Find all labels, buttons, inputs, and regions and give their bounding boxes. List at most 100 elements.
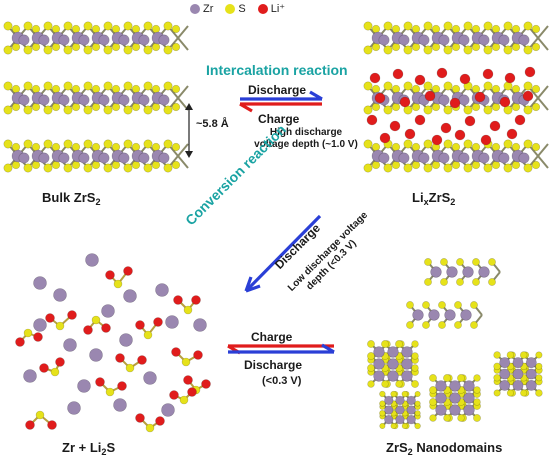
li-ion	[379, 132, 391, 144]
zr-atom	[463, 380, 475, 392]
s-atom	[381, 380, 389, 388]
s-atom	[395, 380, 403, 388]
zr-atom	[499, 379, 511, 391]
s-atom	[383, 21, 393, 31]
zr-atom	[58, 152, 70, 164]
s-atom	[431, 102, 441, 112]
s-atom	[163, 163, 173, 173]
zrs2-nanodomains-caption: ZrS2 Nanodomains	[386, 440, 502, 457]
s-atom	[35, 410, 45, 420]
zr-atom	[53, 288, 67, 302]
li-ion	[95, 377, 105, 387]
s-atom	[111, 102, 121, 112]
zr-atom	[38, 34, 50, 46]
zr-atom	[525, 379, 537, 391]
li-ion	[33, 332, 43, 342]
li-ion	[366, 114, 378, 126]
intercalation-note: High discharge voltage depth (~1.0 V)	[240, 127, 372, 151]
li-ion	[83, 325, 93, 335]
zr-atom	[512, 368, 524, 380]
s-atom	[470, 321, 478, 329]
s-atom	[11, 102, 21, 112]
li-ion	[399, 96, 411, 108]
li-ion	[171, 347, 181, 357]
legend: Zr S Li⁺	[190, 2, 285, 15]
nano-caption-pre: ZrS	[386, 440, 408, 455]
zr-atom	[438, 34, 450, 46]
zr-atom	[449, 380, 461, 392]
s-atom	[395, 340, 403, 348]
zr-atom	[373, 358, 385, 370]
zrs2-nanocluster	[429, 374, 481, 422]
s-atom	[363, 21, 373, 31]
intercalation-note-line2: voltage depth (~1.0 V)	[254, 139, 358, 150]
li-ion	[135, 413, 145, 423]
s-atom	[143, 21, 153, 31]
s-atom	[391, 142, 401, 152]
zr-atom	[98, 152, 110, 164]
s-atom	[523, 105, 533, 115]
intercalation-discharge-arrow-head	[309, 90, 323, 101]
zr-atom	[85, 253, 99, 267]
bulk-caption-sub: 2	[95, 197, 101, 207]
s-atom	[91, 42, 101, 52]
spacing-arrow-head-up	[185, 103, 193, 110]
zrs2-layer	[3, 139, 189, 173]
s-atom	[511, 24, 521, 34]
li-ion	[25, 420, 35, 430]
s-atom	[451, 160, 461, 170]
li-ion	[504, 72, 516, 84]
s-atom	[151, 142, 161, 152]
zr-atom	[438, 152, 450, 164]
bond	[537, 25, 549, 39]
s-atom	[503, 163, 513, 173]
bond	[177, 155, 189, 169]
li-ion	[522, 90, 534, 102]
zr-atom	[161, 403, 175, 417]
zr-atom	[418, 152, 430, 164]
s-atom	[511, 84, 521, 94]
zr-atom	[401, 370, 413, 382]
zr-atom	[387, 370, 399, 382]
s-atom	[23, 328, 33, 338]
s-atom	[473, 374, 481, 382]
zr-atom	[119, 333, 133, 347]
li-ion	[414, 74, 426, 86]
zr-atom	[78, 94, 90, 106]
li-ion	[424, 90, 436, 102]
s-atom	[43, 163, 53, 173]
s-atom	[71, 24, 81, 34]
s-atom	[143, 139, 153, 149]
li-ion	[183, 375, 193, 385]
s-atom	[471, 24, 481, 34]
s-atom	[483, 21, 493, 31]
zr-atom	[446, 266, 458, 278]
s-atom	[143, 163, 153, 173]
li-ion	[449, 97, 461, 109]
s-atom	[491, 102, 501, 112]
s-atom	[411, 340, 419, 348]
s-atom	[411, 24, 421, 34]
s-atom	[91, 160, 101, 170]
zr-atom	[430, 266, 442, 278]
zr-atom	[398, 152, 410, 164]
lix-caption-pre: Li	[412, 190, 424, 205]
s-atom	[143, 81, 153, 91]
s-atom	[63, 81, 73, 91]
s-atom	[50, 367, 60, 377]
s-atom	[473, 386, 481, 394]
s-atom	[401, 422, 408, 430]
s-atom	[123, 21, 133, 31]
s-atom	[131, 142, 141, 152]
s-atom	[423, 45, 433, 55]
s-atom	[71, 142, 81, 152]
s-atom	[3, 45, 13, 55]
s-atom	[473, 398, 481, 406]
li-ion	[187, 387, 197, 397]
s-atom	[103, 163, 113, 173]
s-atom	[451, 42, 461, 52]
zr-atom	[158, 94, 170, 106]
bulk-zrs2-caption: Bulk ZrS2	[42, 190, 101, 207]
s-atom	[503, 21, 513, 31]
li-ion	[392, 68, 404, 80]
